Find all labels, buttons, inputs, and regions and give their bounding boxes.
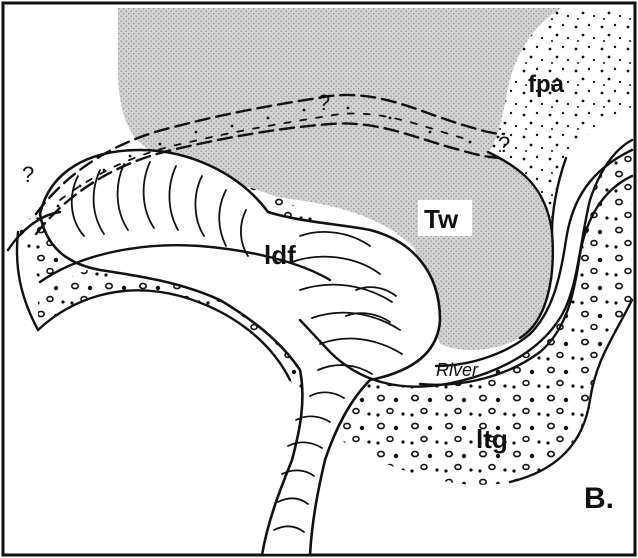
uncertain-mark: ? [318,90,330,115]
fpa-label: fpa [528,71,565,98]
ltg-label: ltg [476,424,508,454]
ldf-label: ldf [264,240,296,270]
river-label: River [436,360,479,380]
tw-label: Tw [424,204,459,234]
uncertain-mark: ? [498,132,510,157]
uncertain-mark: ? [22,162,34,187]
panel-label: B. [584,482,614,515]
